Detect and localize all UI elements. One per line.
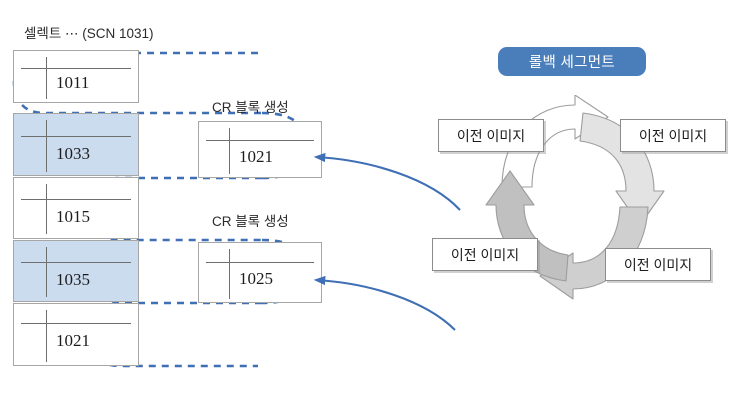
- cr-block[interactable]: 1021: [198, 121, 322, 178]
- field-mark-horizontal-icon: [21, 199, 131, 200]
- record-box[interactable]: 1015: [13, 177, 139, 239]
- record-value: 1021: [56, 331, 90, 350]
- cr-block-caption: CR 블록 생성: [212, 214, 289, 229]
- rollback-segment-badge[interactable]: 롤백 세그먼트: [498, 47, 646, 76]
- previous-image-box-top-right[interactable]: 이전 이미지: [620, 119, 726, 152]
- select-caption: 셀렉트 ⋯ (SCN 1031): [24, 26, 154, 41]
- field-mark-vertical-icon: [46, 247, 47, 297]
- connector-arrow-lower: [313, 275, 456, 331]
- field-mark-vertical-icon: [46, 57, 47, 99]
- field-mark-horizontal-icon: [206, 262, 314, 263]
- field-mark-vertical-icon: [46, 310, 47, 362]
- previous-image-box-top-left[interactable]: 이전 이미지: [438, 119, 544, 152]
- record-value: 1015: [56, 207, 90, 226]
- previous-image-box-bottom-right[interactable]: 이전 이미지: [605, 248, 711, 281]
- cr-block-value: 1021: [239, 147, 273, 166]
- field-mark-vertical-icon: [229, 249, 230, 299]
- field-mark-horizontal-icon: [21, 323, 131, 324]
- field-mark-horizontal-icon: [21, 262, 131, 263]
- field-mark-vertical-icon: [46, 184, 47, 234]
- record-box[interactable]: 1021: [13, 303, 139, 366]
- rollback-cycle-arrows: [485, 95, 665, 300]
- field-mark-vertical-icon: [46, 120, 47, 172]
- previous-image-box-bottom-left[interactable]: 이전 이미지: [432, 238, 538, 271]
- record-box[interactable]: 1011: [13, 50, 139, 103]
- record-box[interactable]: 1033: [13, 113, 139, 176]
- cr-block[interactable]: 1025: [198, 242, 322, 303]
- record-value: 1011: [56, 73, 90, 92]
- cr-block-value: 1025: [239, 269, 273, 288]
- record-value: 1033: [56, 144, 90, 163]
- field-mark-horizontal-icon: [21, 136, 131, 137]
- cr-block-caption: CR 블록 생성: [212, 100, 289, 115]
- field-mark-horizontal-icon: [21, 68, 131, 69]
- record-box[interactable]: 1035: [13, 240, 139, 302]
- record-value: 1035: [56, 270, 90, 289]
- field-mark-horizontal-icon: [206, 140, 314, 141]
- field-mark-vertical-icon: [229, 128, 230, 174]
- connector-arrow-upper: [313, 152, 461, 211]
